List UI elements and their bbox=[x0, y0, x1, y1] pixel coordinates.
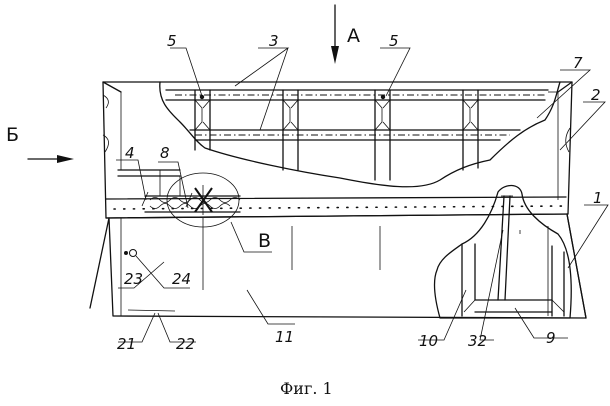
label-24: 24 bbox=[172, 270, 191, 288]
part-labels: 5 3 5 7 2 1 4 8 В 23 24 11 21 22 10 32 9 bbox=[117, 32, 603, 353]
view-arrow-a: А bbox=[331, 5, 360, 64]
label-21: 21 bbox=[117, 335, 136, 353]
detail-label-v: В bbox=[258, 230, 271, 252]
label-5-right: 5 bbox=[389, 32, 399, 50]
upper-cutaway bbox=[160, 82, 560, 187]
label-5-left: 5 bbox=[167, 32, 177, 50]
label-22: 22 bbox=[176, 335, 195, 353]
divider-band bbox=[106, 197, 568, 218]
view-arrow-b: Б bbox=[6, 124, 74, 163]
label-1: 1 bbox=[593, 189, 603, 207]
view-label-a: А bbox=[347, 25, 360, 47]
label-2: 2 bbox=[591, 86, 601, 104]
view-label-b: Б bbox=[6, 124, 19, 146]
label-7: 7 bbox=[573, 54, 583, 72]
figure-caption: Фиг. 1 bbox=[280, 379, 333, 398]
label-3: 3 bbox=[269, 32, 279, 50]
label-23: 23 bbox=[124, 270, 143, 288]
label-10: 10 bbox=[419, 332, 438, 350]
label-11: 11 bbox=[275, 328, 294, 346]
label-4: 4 bbox=[125, 144, 135, 162]
label-32: 32 bbox=[468, 332, 487, 350]
label-9: 9 bbox=[546, 329, 556, 347]
label-8: 8 bbox=[160, 144, 170, 162]
lower-body bbox=[90, 214, 586, 318]
leader-lines bbox=[116, 48, 608, 342]
